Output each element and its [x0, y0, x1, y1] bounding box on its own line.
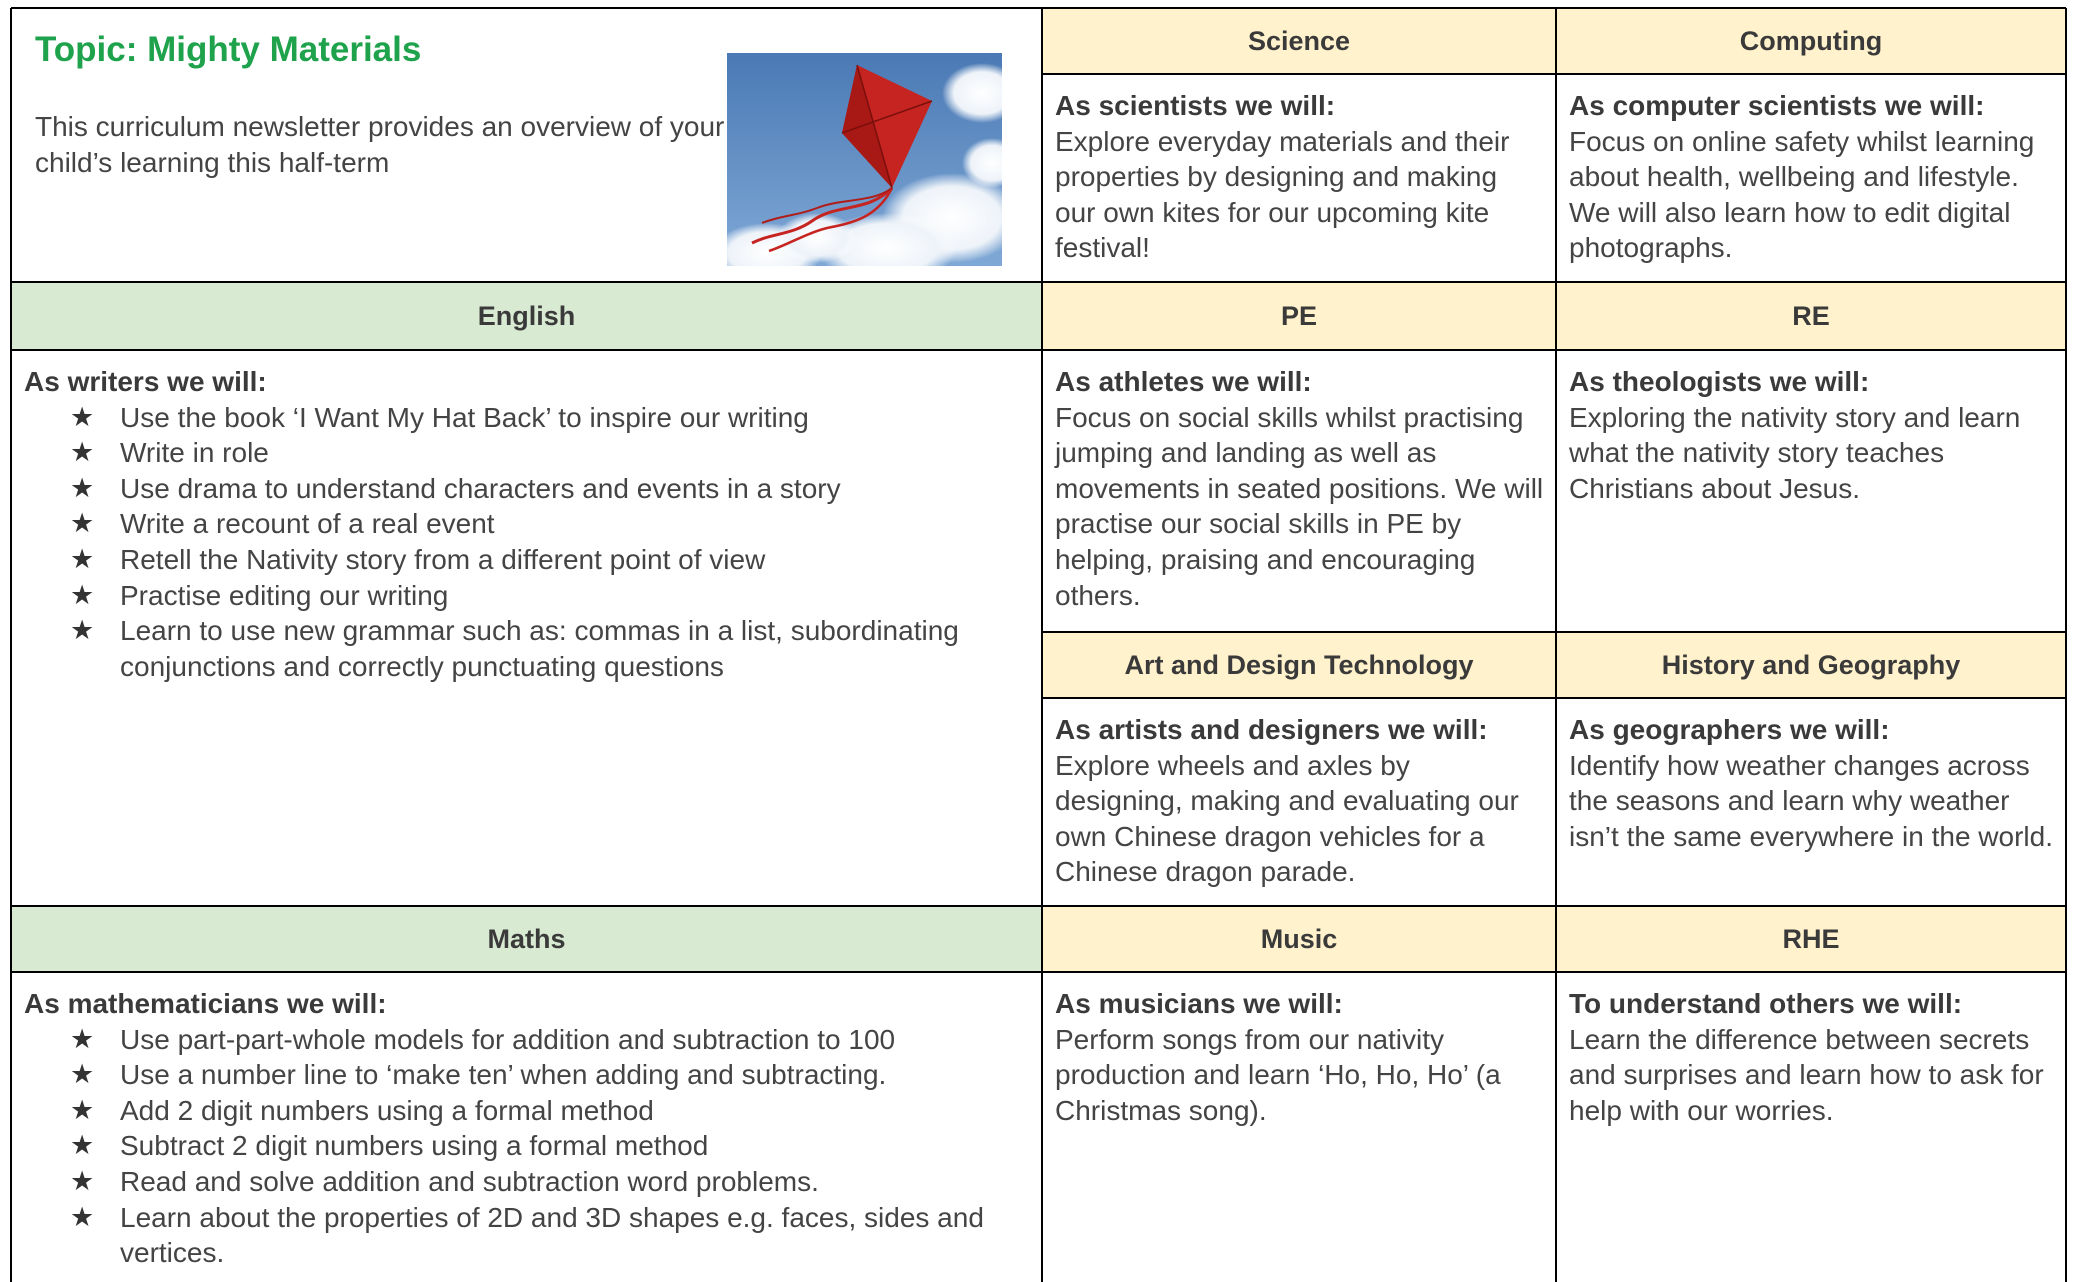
rhe-lead: To understand others we will: — [1569, 988, 1963, 1019]
topic-cell: Topic: Mighty Materials This curriculum … — [11, 8, 1042, 282]
list-item-text: Retell the Nativity story from a differe… — [120, 543, 766, 575]
black-star-icon: ★ — [70, 472, 95, 503]
list-item-text: Learn about the properties of 2D and 3D … — [120, 1201, 984, 1269]
rhe-header: RHE — [1556, 906, 2066, 972]
english-list: ★ Use the book ‘I Want My Hat Back’ to in… — [24, 400, 1002, 685]
list-item-text: Use the book ‘I Want My Hat Back’ to ins… — [120, 401, 809, 433]
black-star-icon: ★ — [70, 543, 95, 574]
black-star-icon: ★ — [70, 1130, 95, 1161]
black-star-icon: ★ — [70, 1094, 95, 1125]
pe-body: As athletes we will: Focus on social ski… — [1042, 350, 1556, 632]
list-item: ★ Use drama to understand characters and … — [24, 471, 1002, 507]
rhe-text: Learn the difference between secrets and… — [1569, 1023, 2044, 1126]
re-header: RE — [1556, 282, 2066, 350]
science-body: As scientists we will: Explore everyday … — [1042, 74, 1556, 282]
list-item: ★ Add 2 digit numbers using a formal meth… — [24, 1093, 1002, 1129]
art-text: Explore wheels and axles by designing, m… — [1055, 749, 1519, 888]
re-text: Exploring the nativity story and learn w… — [1569, 401, 2021, 504]
re-title: RE — [1792, 300, 1830, 331]
science-title: Science — [1247, 25, 1351, 56]
computing-header: Computing — [1556, 8, 2066, 74]
black-star-icon: ★ — [70, 437, 95, 468]
list-item-text: Practise editing our writing — [120, 579, 449, 611]
computing-lead: As computer scientists we will: — [1569, 90, 1985, 121]
list-item-text: Add 2 digit numbers using a formal metho… — [120, 1094, 654, 1126]
list-item: ★ Read and solve addition and subtraction… — [24, 1164, 1002, 1200]
list-item: ★ Practise editing our writing — [24, 578, 1002, 614]
music-header: Music — [1042, 906, 1556, 972]
black-star-icon: ★ — [70, 508, 95, 539]
music-text: Perform songs from our nativity producti… — [1055, 1023, 1501, 1126]
english-body: As writers we will: ★ Use the book ‘I Wan… — [11, 350, 1042, 906]
list-item: ★ Learn to use new grammar such as: comma… — [24, 613, 1002, 684]
maths-header: Maths — [11, 906, 1042, 972]
list-item-text: Read and solve addition and subtraction … — [120, 1165, 819, 1197]
art-title: Art and Design Technology — [1124, 649, 1474, 680]
list-item-text: Subtract 2 digit numbers using a formal … — [120, 1130, 709, 1162]
music-lead: As musicians we will: — [1055, 988, 1343, 1019]
black-star-icon: ★ — [70, 1059, 95, 1090]
re-lead: As theologists we will: — [1569, 366, 1870, 397]
maths-body: As mathematicians we will: ★ Use part-par… — [11, 972, 1042, 1282]
list-item: ★ Write a recount of a real event — [24, 506, 1002, 542]
maths-list: ★ Use part-part-whole models for addition… — [24, 1022, 1002, 1271]
topic-intro: This curriculum newsletter provides an o… — [35, 111, 725, 178]
black-star-icon: ★ — [70, 1165, 95, 1196]
list-item-text: Write in role — [120, 437, 269, 469]
black-star-icon: ★ — [70, 1023, 95, 1054]
science-text: Explore everyday materials and their pro… — [1055, 125, 1510, 264]
list-item: ★ Learn about the properties of 2D and 3D… — [24, 1200, 1002, 1271]
computing-body: As computer scientists we will: Focus on… — [1556, 74, 2066, 282]
black-star-icon: ★ — [70, 579, 95, 610]
rhe-title: RHE — [1782, 923, 1840, 954]
topic-title: Topic: Mighty Materials — [35, 30, 422, 69]
list-item: ★ Subtract 2 digit numbers using a formal… — [24, 1128, 1002, 1164]
music-body: As musicians we will: Perform songs from… — [1042, 972, 1556, 1282]
english-header: English — [11, 282, 1042, 350]
history-lead: As geographers we will: — [1569, 714, 1890, 745]
music-title: Music — [1260, 923, 1338, 954]
history-body: As geographers we will: Identify how wea… — [1556, 698, 2066, 906]
list-item-text: Write a recount of a real event — [120, 508, 495, 540]
art-header: Art and Design Technology — [1042, 632, 1556, 698]
list-item: ★ Use the book ‘I Want My Hat Back’ to in… — [24, 400, 1002, 436]
pe-lead: As athletes we will: — [1055, 366, 1312, 397]
maths-lead: As mathematicians we will: — [24, 988, 387, 1019]
rhe-body: To understand others we will: Learn the … — [1556, 972, 2066, 1282]
black-star-icon: ★ — [70, 1201, 95, 1232]
pe-text: Focus on social skills whilst practising… — [1055, 401, 1544, 611]
list-item-text: Use part-part-whole models for addition … — [120, 1023, 896, 1055]
history-title: History and Geography — [1661, 649, 1961, 680]
list-item-text: Use drama to understand characters and e… — [120, 472, 841, 504]
art-lead: As artists and designers we will: — [1055, 714, 1488, 745]
list-item-text: Use a number line to ‘make ten’ when add… — [120, 1059, 887, 1091]
list-item-text: Learn to use new grammar such as: commas… — [120, 615, 959, 682]
history-header: History and Geography — [1556, 632, 2066, 698]
re-body: As theologists we will: Exploring the na… — [1556, 350, 2066, 632]
english-title: English — [477, 300, 576, 331]
history-text: Identify how weather changes across the … — [1569, 749, 2053, 852]
pe-title: PE — [1280, 300, 1318, 331]
computing-title: Computing — [1739, 25, 1883, 56]
list-item: ★ Write in role — [24, 435, 1002, 471]
list-item: ★ Use part-part-whole models for addition… — [24, 1022, 1002, 1058]
science-lead: As scientists we will: — [1055, 90, 1336, 121]
maths-title: Maths — [487, 923, 566, 954]
list-item: ★ Use a number line to ‘make ten’ when ad… — [24, 1057, 1002, 1093]
red-kite-in-blue-sky-photo — [727, 53, 1002, 266]
english-lead: As writers we will: — [24, 366, 267, 397]
list-item: ★ Retell the Nativity story from a differ… — [24, 542, 1002, 578]
pe-header: PE — [1042, 282, 1556, 350]
computing-text: Focus on online safety whilst learning a… — [1569, 125, 2035, 264]
science-header: Science — [1042, 8, 1556, 74]
black-star-icon: ★ — [70, 401, 95, 432]
art-body: As artists and designers we will: Explor… — [1042, 698, 1556, 906]
black-star-icon: ★ — [70, 615, 95, 646]
